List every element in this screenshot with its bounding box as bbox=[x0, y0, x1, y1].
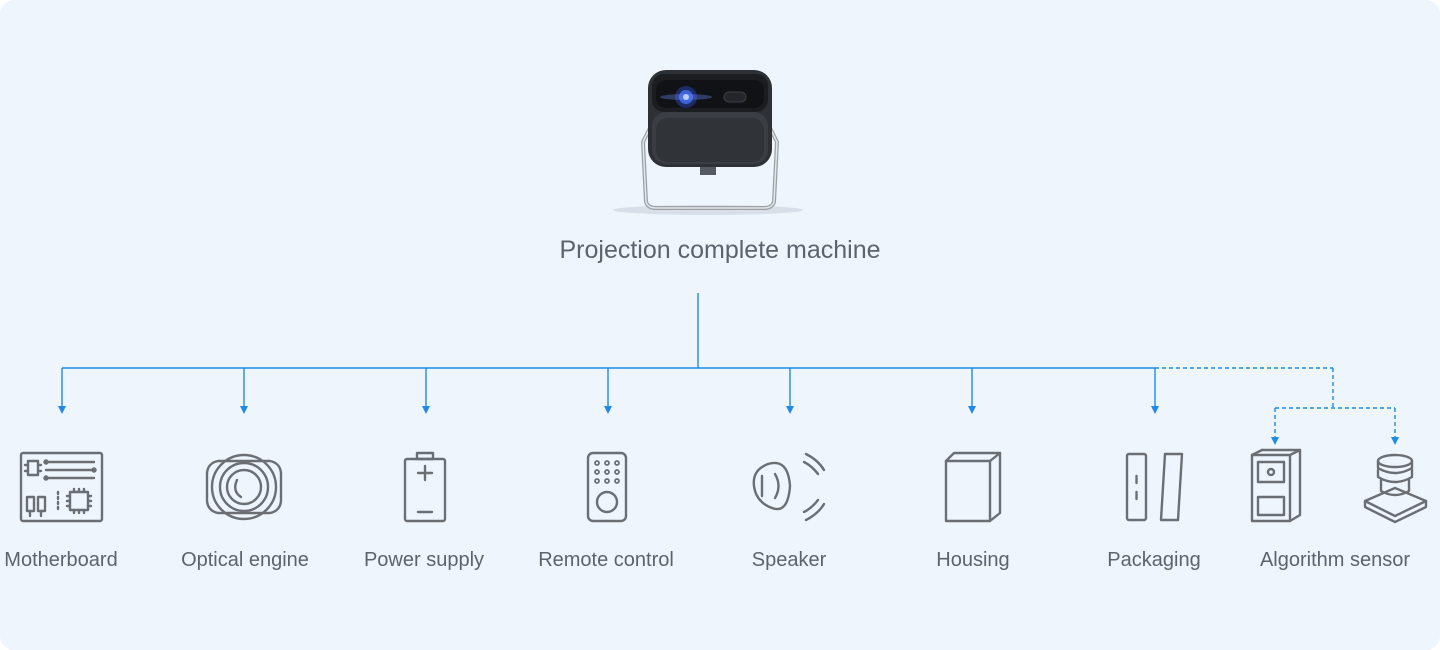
label-packaging: Packaging bbox=[1107, 549, 1201, 571]
label-algorithm-sensor: Algorithm sensor bbox=[1259, 549, 1411, 571]
label-remote-control: Remote control bbox=[538, 549, 674, 571]
battery-icon bbox=[403, 451, 447, 523]
optical-engine-icon bbox=[205, 453, 283, 521]
packaging-icon bbox=[1125, 452, 1184, 522]
root-label: Projection complete machine bbox=[559, 236, 881, 264]
algorithm-sensor-module-icon bbox=[1363, 453, 1428, 524]
label-optical-engine: Optical engine bbox=[181, 549, 309, 571]
housing-box-icon bbox=[944, 451, 1002, 523]
label-motherboard: Motherboard bbox=[4, 549, 118, 571]
remote-control-icon bbox=[586, 451, 628, 523]
algorithm-sensor-device-icon bbox=[1250, 448, 1302, 523]
motherboard-icon bbox=[19, 451, 104, 523]
label-housing: Housing bbox=[936, 549, 1010, 571]
label-power-supply: Power supply bbox=[363, 549, 485, 571]
dashed-sensor-branch bbox=[1155, 367, 1399, 445]
label-speaker: Speaker bbox=[751, 549, 827, 571]
speaker-icon bbox=[752, 452, 826, 522]
